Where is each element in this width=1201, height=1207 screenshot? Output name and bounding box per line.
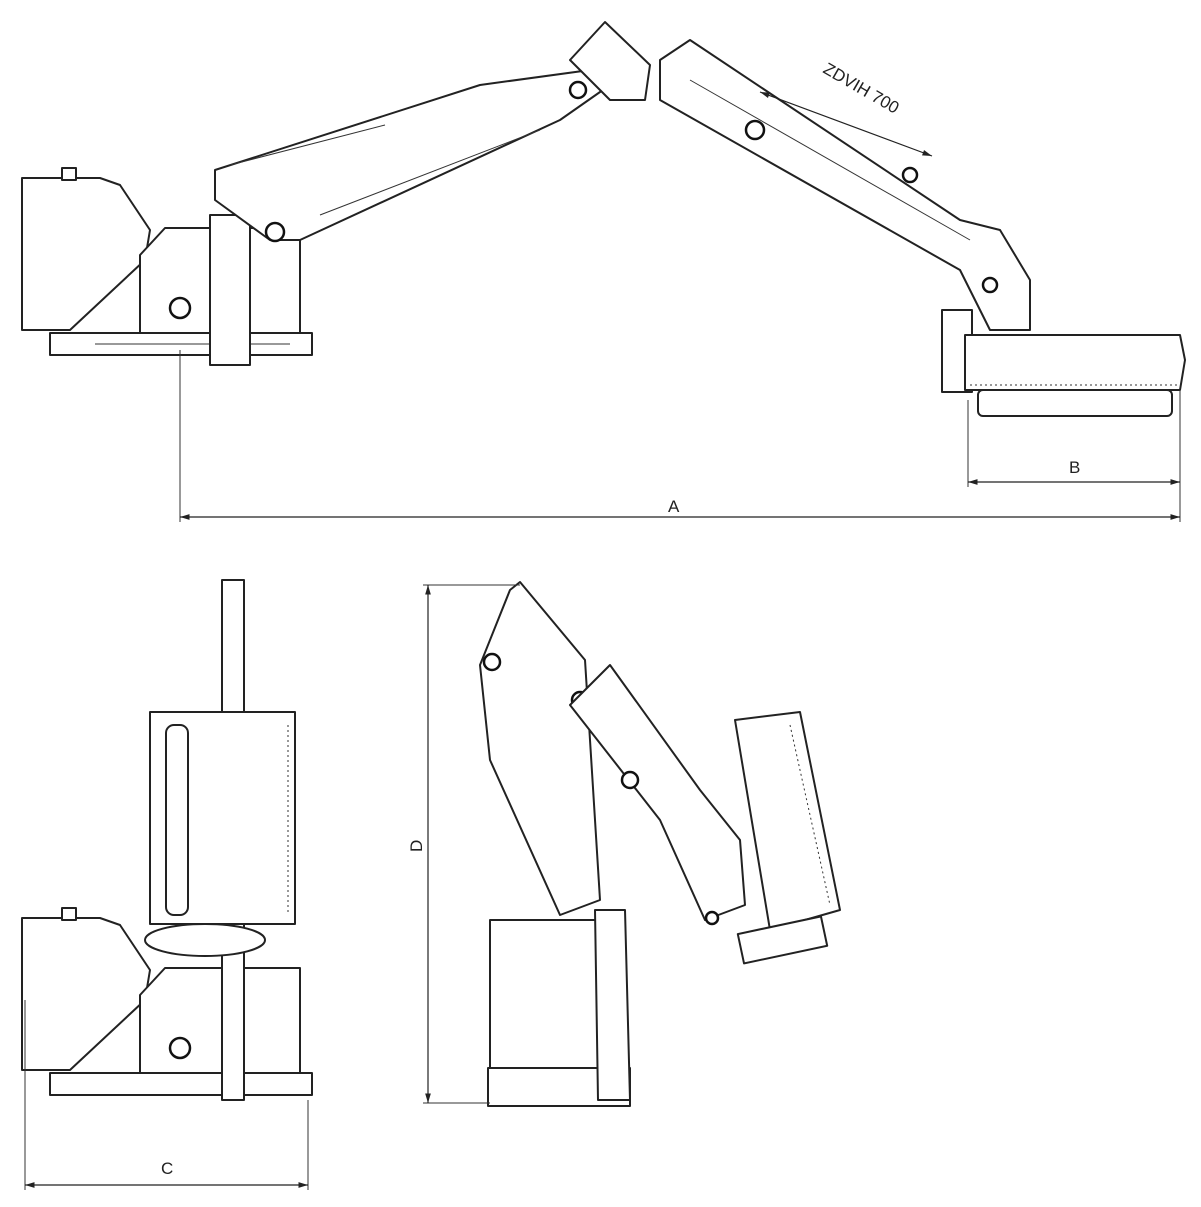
- pivot-pin: [168, 296, 192, 320]
- side-view-folded: [479, 581, 841, 1107]
- post: [209, 214, 251, 366]
- tank-cap: [61, 167, 77, 181]
- dimension-d: D: [407, 584, 520, 1104]
- dimension-c-label: C: [161, 1159, 173, 1178]
- boom-knuckle: [569, 21, 651, 101]
- side-view-extended: ZDVIH 700: [21, 21, 1186, 417]
- lift-annotation: ZDVIH 700: [820, 59, 902, 118]
- dimension-a: A: [179, 350, 1181, 522]
- tank-folded: [489, 919, 601, 1071]
- mower-head: [964, 334, 1186, 391]
- front-view-transport: [21, 579, 313, 1101]
- boom-arm-1: [214, 69, 611, 241]
- dimension-b: B: [967, 400, 1180, 487]
- dimension-c: C: [24, 1000, 309, 1190]
- hydraulic-tank: [21, 177, 151, 331]
- dimension-d-label: D: [407, 840, 426, 852]
- mower-roller: [977, 389, 1173, 417]
- mower-folded-side: [734, 711, 841, 931]
- dimension-b-label: B: [1069, 458, 1080, 477]
- dimension-a-label: A: [668, 497, 680, 516]
